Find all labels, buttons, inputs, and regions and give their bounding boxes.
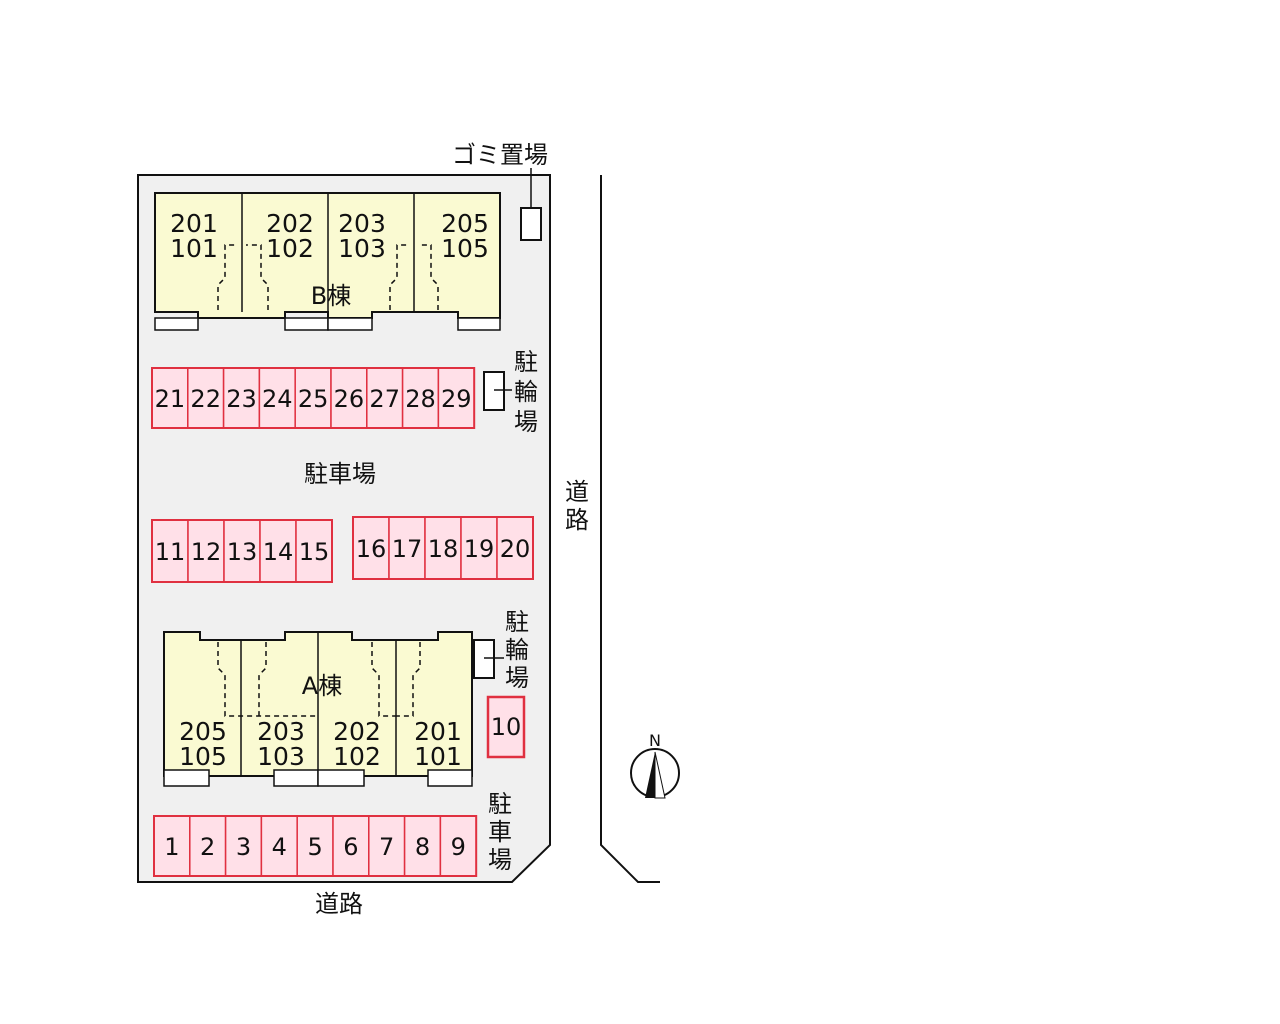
parking-slot-11-number: 11 (155, 538, 186, 566)
parking-slot-7-number: 7 (379, 833, 394, 861)
parking-slot-26-number: 26 (334, 385, 365, 413)
parking-label-center: 駐車場 (304, 460, 376, 488)
a-unit-1-lower: 105 (179, 742, 227, 771)
a-unit-4-lower: 101 (414, 742, 462, 771)
parking-slot-1-number: 1 (164, 833, 179, 861)
road-edge-right (600, 175, 660, 883)
garbage-label: ゴミ置場 (452, 141, 548, 169)
road-label-right: 道路 (565, 478, 589, 534)
parking-slot-6 (332, 815, 370, 877)
b-unit-4-lower: 105 (441, 234, 489, 263)
parking-slot-6-number: 6 (343, 833, 358, 861)
b-unit-1-upper: 201 (170, 209, 218, 238)
parking-slot-21-number: 21 (155, 385, 186, 413)
parking-slot-15-number: 15 (299, 538, 330, 566)
parking-slot-2-number: 2 (200, 833, 215, 861)
parking-row-border (151, 367, 476, 429)
parking-slot-13-number: 13 (227, 538, 258, 566)
parking-slot-9 (439, 815, 477, 877)
garbage-station: ゴミ置場 (452, 141, 548, 241)
parking-slot-11 (151, 519, 189, 583)
a-unit-2-upper: 203 (257, 717, 305, 746)
parking-slot-5-number: 5 (307, 833, 322, 861)
parking-slot-10-number: 10 (491, 713, 522, 741)
parking-slot-17 (388, 516, 426, 580)
parking-slot-8 (403, 815, 442, 877)
parking-slot-22-number: 22 (190, 385, 221, 413)
bike-parking-top: 駐輪場 (483, 348, 538, 436)
parking-slot-28-number: 28 (405, 385, 436, 413)
bike-parking-label-lower: 駐輪場 (505, 608, 529, 692)
parking-row-border (151, 519, 333, 583)
road-label-bottom: 道路 (315, 890, 363, 918)
parking-slot-3 (224, 815, 263, 877)
building-a-label: A棟 (302, 672, 342, 700)
building-b: 201 101 202 102 203 103 205 105 B棟 (154, 192, 501, 331)
a-unit-3-lower: 102 (333, 742, 381, 771)
b-unit-3-upper: 203 (338, 209, 386, 238)
parking-slot-20-number: 20 (500, 535, 531, 563)
parking-slot-29 (437, 367, 475, 429)
bike-parking-label-top: 駐輪場 (514, 348, 538, 436)
north-label: N (649, 731, 661, 750)
parking-slot-10: 10 (486, 695, 526, 759)
bike-parking-lower: 駐輪場 (473, 608, 529, 692)
parking-slot-23-number: 23 (226, 385, 257, 413)
parking-slot-18-number: 18 (428, 535, 459, 563)
a-unit-4-upper: 201 (414, 717, 462, 746)
parking-slot-16-number: 16 (356, 535, 387, 563)
parking-slot-12-number: 12 (191, 538, 222, 566)
b-unit-2-lower: 102 (266, 234, 314, 263)
parking-slot-27-number: 27 (369, 385, 400, 413)
parking-slot-18 (424, 516, 462, 580)
parking-row-border (352, 516, 534, 580)
b-unit-2-upper: 202 (266, 209, 314, 238)
parking-slot-25-number: 25 (298, 385, 329, 413)
parking-slot-21 (151, 367, 189, 429)
a-unit-3-upper: 202 (333, 717, 381, 746)
parking-slot-14-number: 14 (263, 538, 294, 566)
a-unit-2-lower: 103 (257, 742, 305, 771)
parking-slot-8-number: 8 (415, 833, 430, 861)
building-a: A棟 205 105 203 103 202 102 201 101 (163, 631, 473, 787)
parking-label-side: 駐車場 (488, 790, 512, 874)
b-unit-3-lower: 103 (338, 234, 386, 263)
parking-slot-17-number: 17 (392, 535, 423, 563)
parking-slot-13 (223, 519, 261, 583)
parking-slot-3-number: 3 (236, 833, 251, 861)
parking-slot-19-number: 19 (464, 535, 495, 563)
north-compass-icon: N (630, 731, 680, 799)
parking-slot-28 (401, 367, 440, 429)
parking-slot-24-number: 24 (262, 385, 293, 413)
building-b-label: B棟 (311, 282, 351, 310)
parking-slot-9-number: 9 (451, 833, 466, 861)
b-unit-4-upper: 205 (441, 209, 489, 238)
b-unit-1-lower: 101 (170, 234, 218, 263)
parking-slot-4-number: 4 (272, 833, 287, 861)
parking-slot-29-number: 29 (441, 385, 472, 413)
a-unit-1-upper: 205 (179, 717, 227, 746)
parking-row-border (153, 815, 478, 877)
